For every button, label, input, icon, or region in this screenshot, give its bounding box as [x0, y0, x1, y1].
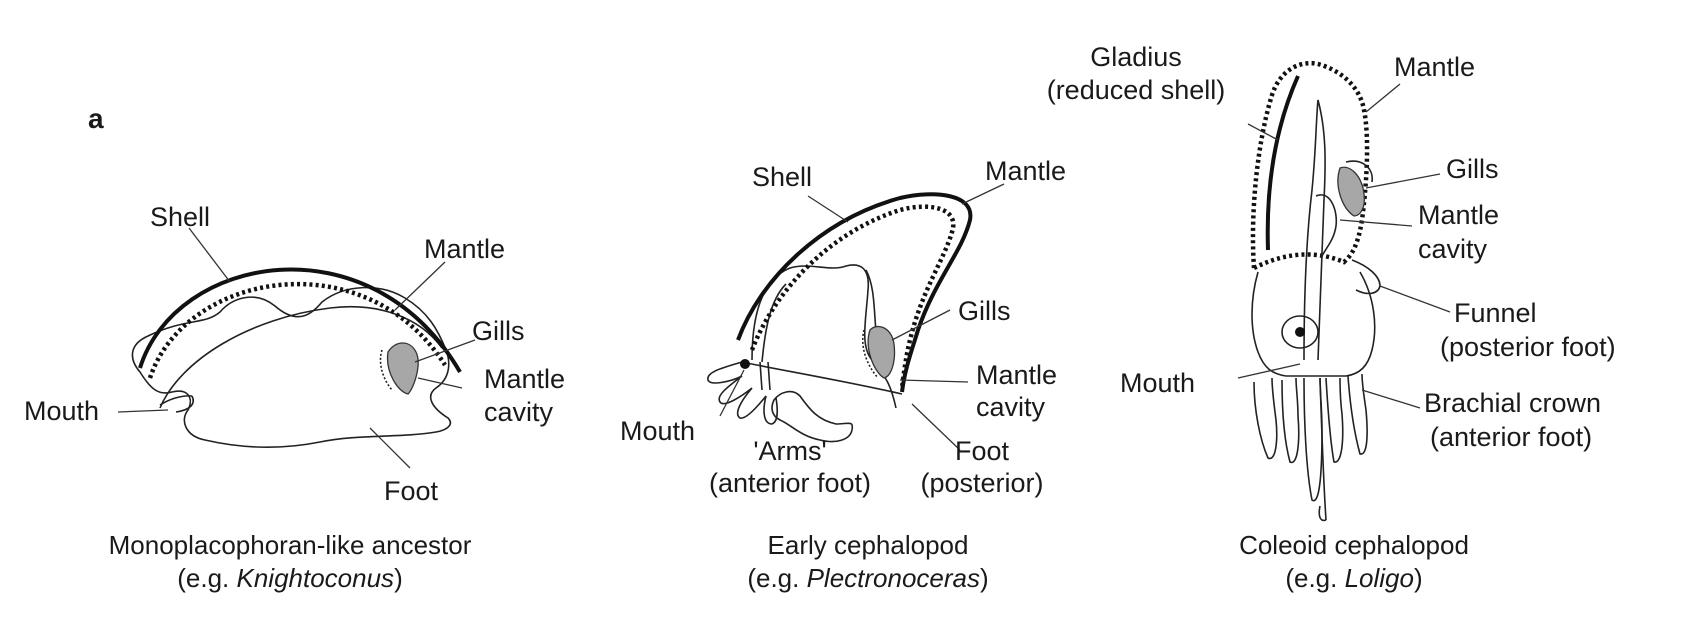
- mono-mouth-opening: [159, 395, 194, 413]
- mono-label-shell: Shell: [150, 202, 210, 232]
- mono-mantle: [147, 281, 447, 379]
- coleoid-label-funnel-1: Funnel: [1454, 298, 1537, 328]
- figure-monoplacophoran: Shell Mantle Gills Mantle cavity Mouth F…: [24, 202, 565, 593]
- coleoid-arm-2: [1281, 377, 1300, 463]
- coleoid-label-gladius-1: Gladius: [1090, 42, 1182, 72]
- figure-coleoid-cephalopod: Gladius (reduced shell) Mantle Gills Man…: [1047, 42, 1616, 593]
- early-shell: [736, 192, 973, 393]
- early-shell-leader: [807, 195, 849, 223]
- mono-body-outline: [131, 286, 452, 448]
- coleoid-gills-leader: [1365, 173, 1441, 189]
- coleoid-gut-branch: [1315, 194, 1338, 257]
- coleoid-arm-5: [1347, 373, 1368, 455]
- mono-caption-line2: (e.g. Knightoconus): [177, 563, 402, 593]
- coleoid-gladius: [1265, 75, 1300, 251]
- early-mouth-leader: [719, 369, 745, 417]
- early-posterior-foot: [771, 390, 854, 443]
- coleoid-pupil: [1295, 327, 1305, 337]
- coleoid-arm-4: [1325, 377, 1344, 463]
- mono-label-mantle: Mantle: [424, 234, 505, 264]
- mono-inner-line: [159, 305, 443, 409]
- early-label-mouth: Mouth: [620, 416, 695, 446]
- coleoid-gladius-leader: [1247, 123, 1279, 141]
- early-arm-tube: [759, 361, 771, 391]
- early-label-gills: Gills: [958, 296, 1011, 326]
- mono-foot-leader: [369, 427, 411, 469]
- coleoid-eye: [1281, 315, 1319, 349]
- mono-shell-leader: [188, 227, 231, 283]
- coleoid-gill-outline: [1345, 160, 1373, 183]
- coleoid-arm-3: [1303, 377, 1323, 502]
- coleoid-label-cavity-1: Mantle: [1418, 200, 1499, 230]
- early-inner-tube: [761, 269, 881, 363]
- early-label-shell: Shell: [752, 162, 812, 192]
- early-arms: [707, 361, 778, 425]
- mono-label-mouth: Mouth: [24, 396, 99, 426]
- early-label-cavity-1: Mantle: [976, 360, 1057, 390]
- early-mouth-dot: [740, 359, 750, 369]
- coleoid-label-mouth: Mouth: [1120, 368, 1195, 398]
- mono-gills: [386, 342, 419, 395]
- coleoid-label-gills: Gills: [1446, 154, 1499, 184]
- early-gills: [867, 325, 896, 379]
- early-caption-line1: Early cephalopod: [768, 530, 969, 560]
- mono-gill-fringe: [379, 349, 393, 391]
- mono-label-gills: Gills: [472, 316, 525, 346]
- early-label-foot-1: Foot: [955, 436, 1010, 466]
- coleoid-mantle: [1250, 60, 1370, 272]
- mono-mouth-leader: [117, 409, 169, 413]
- figure-early-cephalopod: Shell Mantle Gills Mantle cavity Mouth '…: [620, 156, 1066, 593]
- mono-label-cavity-1: Mantle: [484, 364, 565, 394]
- early-label-mantle: Mantle: [985, 156, 1066, 186]
- early-base-line: [741, 361, 903, 395]
- coleoid-gills: [1337, 166, 1366, 217]
- coleoid-head-outline: [1251, 271, 1376, 377]
- mono-label-cavity-2: cavity: [484, 397, 554, 427]
- coleoid-label-crown-1: Brachial crown: [1424, 388, 1601, 418]
- early-foot-leader: [911, 403, 961, 451]
- mono-shell: [138, 267, 462, 374]
- coleoid-arm-1: [1253, 377, 1278, 460]
- coleoid-label-mantle: Mantle: [1394, 52, 1475, 82]
- coleoid-gut: [1303, 99, 1326, 361]
- coleoid-mouth-leader: [1237, 363, 1301, 379]
- coleoid-funnel-leader: [1379, 285, 1451, 313]
- coleoid-caption-line1: Coleoid cephalopod: [1239, 530, 1469, 560]
- coleoid-tentacle: [1318, 377, 1327, 522]
- early-caption-line2: (e.g. Plectronoceras): [747, 563, 988, 593]
- coleoid-crown-leader: [1361, 389, 1421, 409]
- coleoid-label-funnel-2: (posterior foot): [1440, 332, 1616, 362]
- early-label-cavity-2: cavity: [976, 392, 1046, 422]
- early-mantle-leader: [961, 183, 1005, 205]
- panel-label: a: [88, 103, 104, 134]
- early-label-arms-2: (anterior foot): [709, 468, 871, 498]
- coleoid-label-crown-2: (anterior foot): [1430, 422, 1592, 452]
- early-gills-leader: [891, 309, 951, 341]
- early-gill-fringe: [862, 329, 879, 379]
- early-label-foot-2: (posterior): [920, 468, 1043, 498]
- coleoid-label-cavity-2: cavity: [1418, 234, 1488, 264]
- mono-mantle-leader: [394, 261, 446, 311]
- coleoid-funnel: [1351, 259, 1381, 295]
- coleoid-cavity-leader: [1339, 219, 1413, 227]
- mono-label-foot: Foot: [384, 476, 439, 506]
- early-cavity-leader: [899, 379, 969, 383]
- coleoid-caption-line2: (e.g. Loligo): [1285, 563, 1422, 593]
- coleoid-label-gladius-2: (reduced shell): [1047, 75, 1226, 105]
- mono-gills-leader: [414, 339, 476, 363]
- mono-cavity-leader: [417, 377, 463, 389]
- early-label-arms-1: 'Arms': [753, 436, 826, 466]
- coleoid-mantle-leader: [1365, 83, 1401, 113]
- mono-caption-line1: Monoplacophoran-like ancestor: [109, 530, 472, 560]
- early-mantle: [749, 204, 956, 389]
